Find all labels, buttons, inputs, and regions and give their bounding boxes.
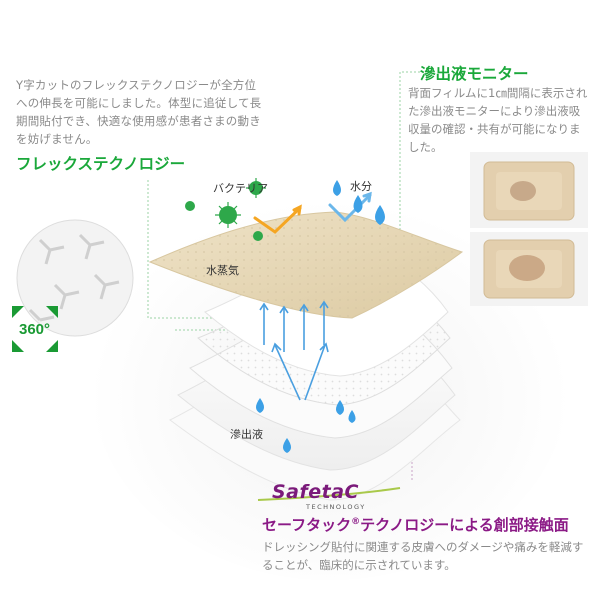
leader-line-flex (147, 180, 220, 319)
badge-arrows (12, 306, 58, 352)
bacteria-label: バクテリア (213, 182, 268, 195)
safetac-logo-sub: TECHNOLOGY (306, 503, 366, 511)
badge-360: 360° (19, 321, 51, 338)
safetac-swoosh (257, 487, 401, 501)
monitor-description: 背面フィルムに1㎝間隔に表示された滲出液モニターにより滲出液吸収量の確認・共有が… (408, 86, 588, 154)
flex-title: フレックステクノロジー (16, 155, 186, 173)
y-cut-pattern (28, 233, 120, 322)
monitor-title: 滲出液モニター (420, 65, 529, 83)
water-drop-icons (256, 180, 385, 453)
vapor-label: 水蒸気 (206, 264, 239, 277)
exudate-label: 滲出液 (230, 428, 263, 441)
safetac-title-post: テクノロジーによる創部接触面 (360, 516, 569, 534)
leader-line-monitor (399, 71, 420, 240)
safetac-title-pre: セーフタック (262, 516, 352, 534)
safetac-description: ドレッシング貼付に関連する皮膚へのダメージや痛みを軽減することが、臨床的に示され… (262, 540, 584, 572)
safetac-logo: SafetaC (272, 481, 360, 503)
flex-closeup-circle (16, 219, 134, 337)
safetac-title: セーフタック®テクノロジーによる創部接触面 (262, 514, 569, 535)
layer-foam-dots (150, 212, 462, 318)
barrier-arrows (253, 191, 372, 234)
registered-mark: ® (351, 517, 361, 527)
water-label: 水分 (350, 180, 372, 193)
vapor-arrows (259, 300, 329, 401)
flex-description: Y字カットのフレックステクノロジーが全方位への伸長を可能にしました。体型に追従し… (16, 78, 262, 146)
bacteria-spikes (215, 178, 266, 228)
